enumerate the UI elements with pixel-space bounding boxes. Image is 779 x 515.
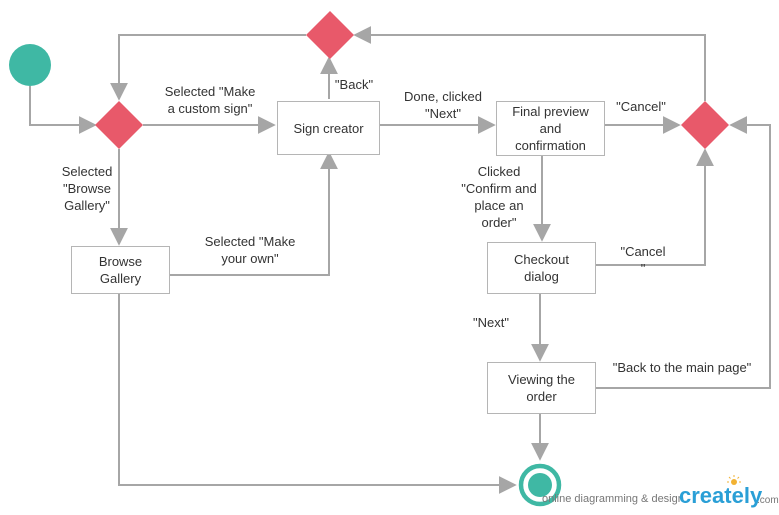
browse-gallery-node: Browse Gallery [71,246,170,294]
final-preview-node: Final preview and confirmation [496,101,605,156]
edge-viewing-order-to-cancel-decision [596,116,771,389]
label-cancel-top: "Cancel" [616,99,666,114]
label-selected-make-own: Selected "Make your own" [204,234,296,266]
bulb-icon [727,475,741,485]
edge-browse-gallery-to-end [118,293,517,494]
end-node-outer [518,463,562,507]
edge-start-to-decision [29,86,97,134]
decision-node-back [306,11,354,59]
start-node [9,44,51,86]
edge-cancel-decision-to-back-decision [353,26,706,101]
creately-logo-suffix: .com [757,495,779,506]
label-back-to-main-page: "Back to the main page" [612,360,752,375]
label-clicked-confirm: Clicked "Confirm and place an order" [461,164,537,230]
end-node-inner [528,473,552,497]
decision-node-start [95,101,143,149]
decision-node-cancel [681,101,729,149]
checkout-dialog-node: Checkout dialog [487,242,596,294]
label-cancel-checkout: "Cancel " [620,244,666,276]
creately-logo: creately [679,483,763,508]
watermark-text: online diagramming & design [542,493,684,505]
label-done-clicked-next: Done, clicked "Next" [403,89,483,121]
edge-back-decision-to-first-decision [110,34,306,101]
sign-creator-node: Sign creator [277,101,380,155]
label-selected-make-custom: Selected "Make a custom sign" [164,84,256,116]
label-back: "Back" [334,77,374,92]
label-next: "Next" [473,315,509,330]
label-selected-browse-gallery: Selected "Browse Gallery" [61,164,113,213]
edge-checkout-to-cancel-decision [596,148,714,266]
edge-browse-gallery-to-sign-creator [170,151,338,276]
viewing-order-node: Viewing the order [487,362,596,414]
